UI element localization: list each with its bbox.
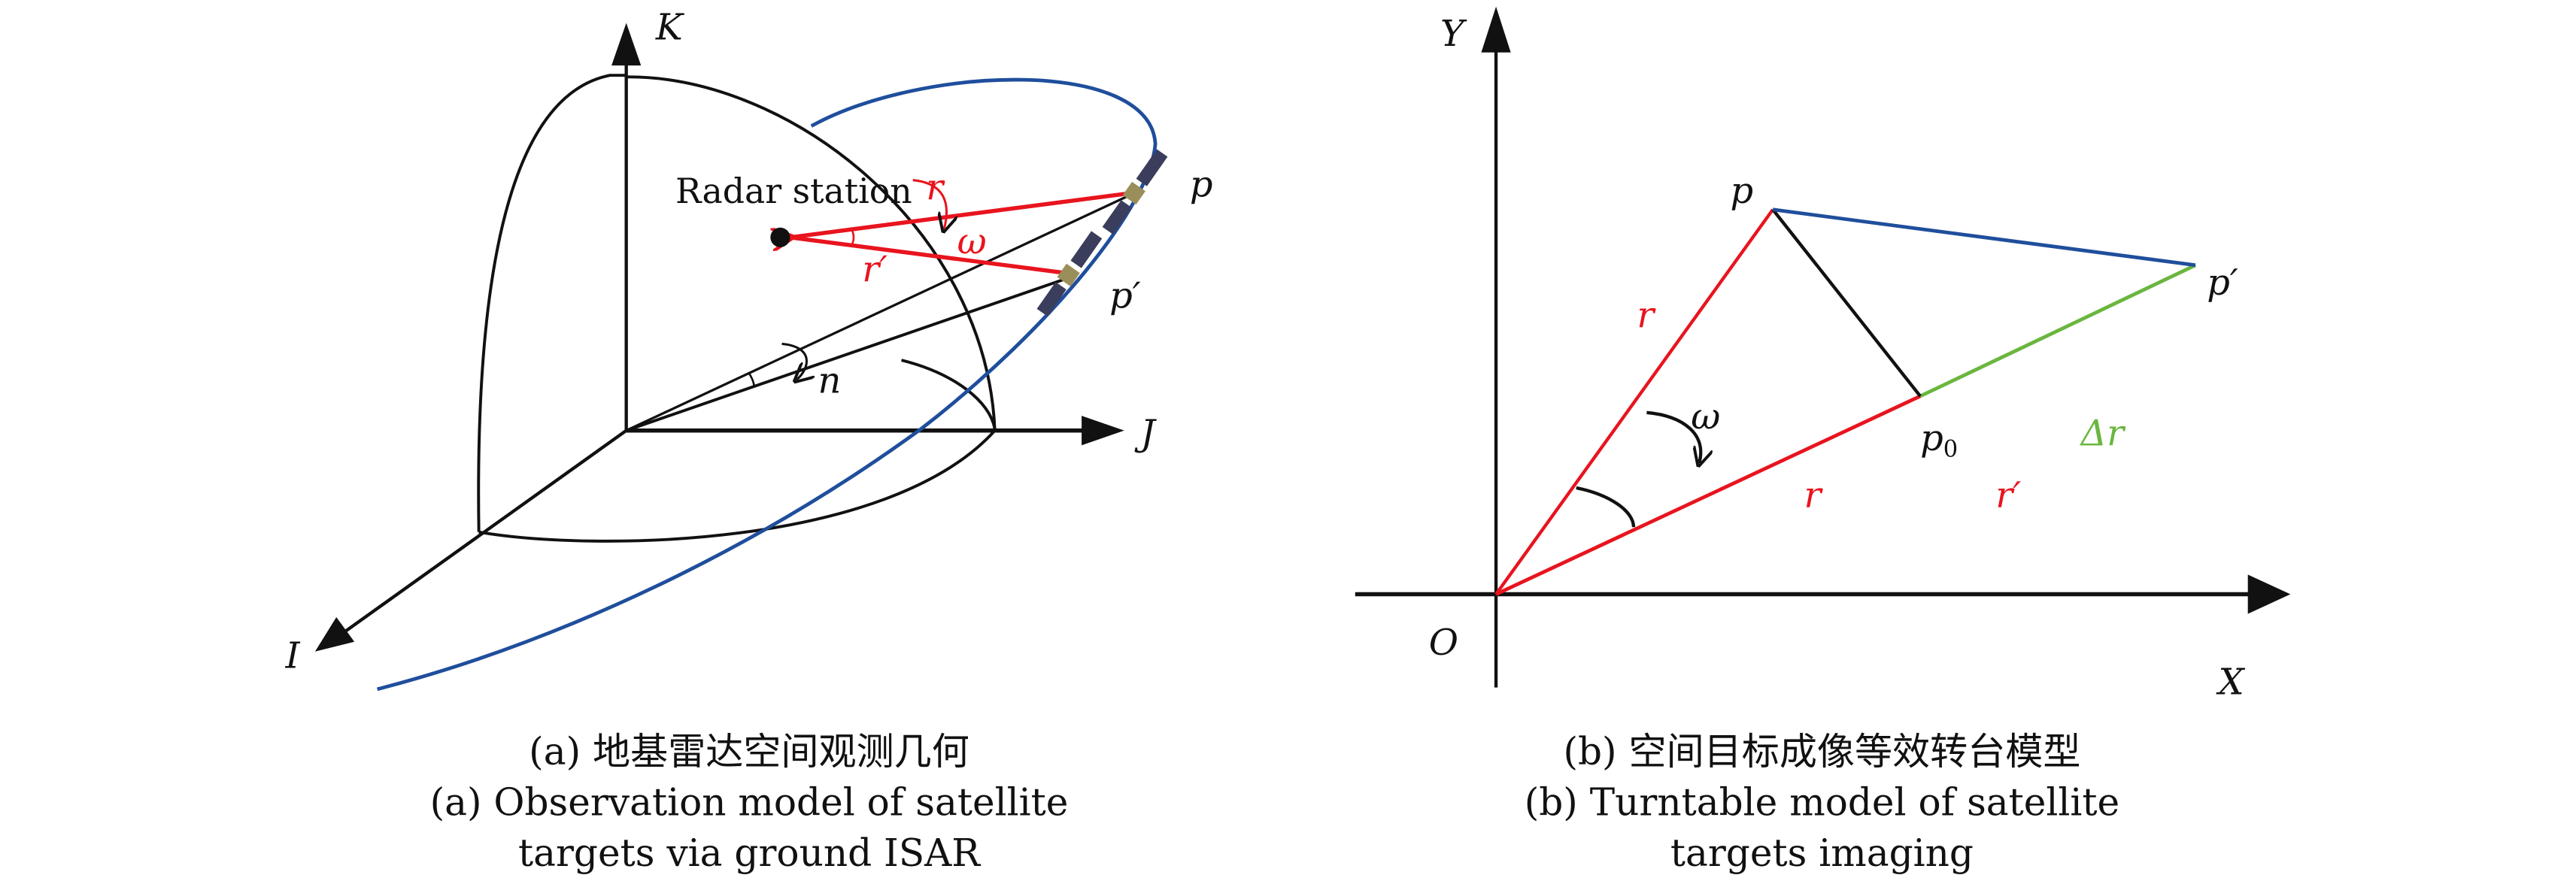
label-p0: p0 [1920,418,1958,463]
segment-p0-p-prime [1919,263,2197,398]
label-p: p [1190,164,1213,205]
segment-o-p0 [1495,394,1922,596]
k-axis-arrowhead [611,23,642,66]
y-axis-arrowhead [1481,6,1511,53]
caption-b-zh: (b) 空间目标成像等效转台模型 [1563,730,2080,774]
label-r-upper: r [1637,295,1656,337]
label-p0-base: p [1920,418,1943,459]
rotation-arrow-n-icon [781,342,807,380]
caption-b-en-1: (b) Turntable model of satellite [1525,781,2120,825]
k-axis-label: K [655,7,685,48]
rotation-arrow-omega-icon [912,179,947,229]
panel-a-observation-geometry: K J I Radar station r ω r′ n p p′ (a) 地基… [285,7,1213,875]
angle-arc-omega [1576,486,1636,528]
label-r-lower: r [1804,475,1823,516]
x-axis-label: X [2215,661,2245,703]
segment-p-p-prime [1772,207,2196,268]
angle-arc-r [849,227,855,244]
origin-label: O [1429,622,1458,664]
range-vector-r-prime [790,235,1070,276]
label-r-prime: r′ [1995,475,2021,516]
label-p: p [1730,171,1753,212]
angle-arc-n [748,372,755,387]
satellite-p-icon [1102,149,1168,235]
y-axis-label: Y [1440,14,1467,55]
panel-b-turntable-model: Y X O p p′ p0 r r r′ Δr ω (b) 空间目标成像等效转台… [1355,6,2291,875]
i-axis-label: I [285,636,301,677]
satellite-orbit [377,77,1158,692]
caption-a-en-2: targets via ground ISAR [518,831,981,875]
rotation-arrow-omega-icon [1646,410,1701,464]
x-axis-arrowhead [2247,574,2291,614]
radar-station-label: Radar station [675,171,912,211]
label-omega: ω [1691,397,1720,438]
angle-arc-j [901,359,997,429]
line-origin-to-p-prime [626,274,1078,432]
i-axis [343,428,627,634]
segment-o-p [1494,208,1774,595]
label-r: r [926,168,945,209]
label-omega: ω [957,222,987,263]
label-n: n [818,361,841,402]
label-delta-r: Δr [2080,413,2127,454]
segment-p-p0 [1771,208,1922,398]
label-r-prime: r′ [862,250,887,291]
sphere-arc-ki [477,74,627,532]
satellite-p-prime-icon [1036,231,1103,316]
caption-a-zh: (a) 地基雷达空间观测几何 [529,730,969,774]
label-p-prime: p′ [2207,262,2238,304]
j-axis-arrowhead [1082,416,1124,446]
i-axis-arrowhead [314,617,355,652]
caption-a-en-1: (a) Observation model of satellite [430,781,1069,825]
j-axis-label: J [1134,413,1158,454]
label-p0-subscript: 0 [1943,437,1958,463]
sphere-arc-ij [478,429,997,543]
range-vector-r [790,191,1131,238]
sphere-arc-kj [626,75,997,431]
radar-station-dot [770,227,790,247]
caption-b-en-2: targets imaging [1670,831,1974,875]
label-p-prime: p′ [1109,275,1141,316]
line-origin-to-p [625,192,1135,432]
